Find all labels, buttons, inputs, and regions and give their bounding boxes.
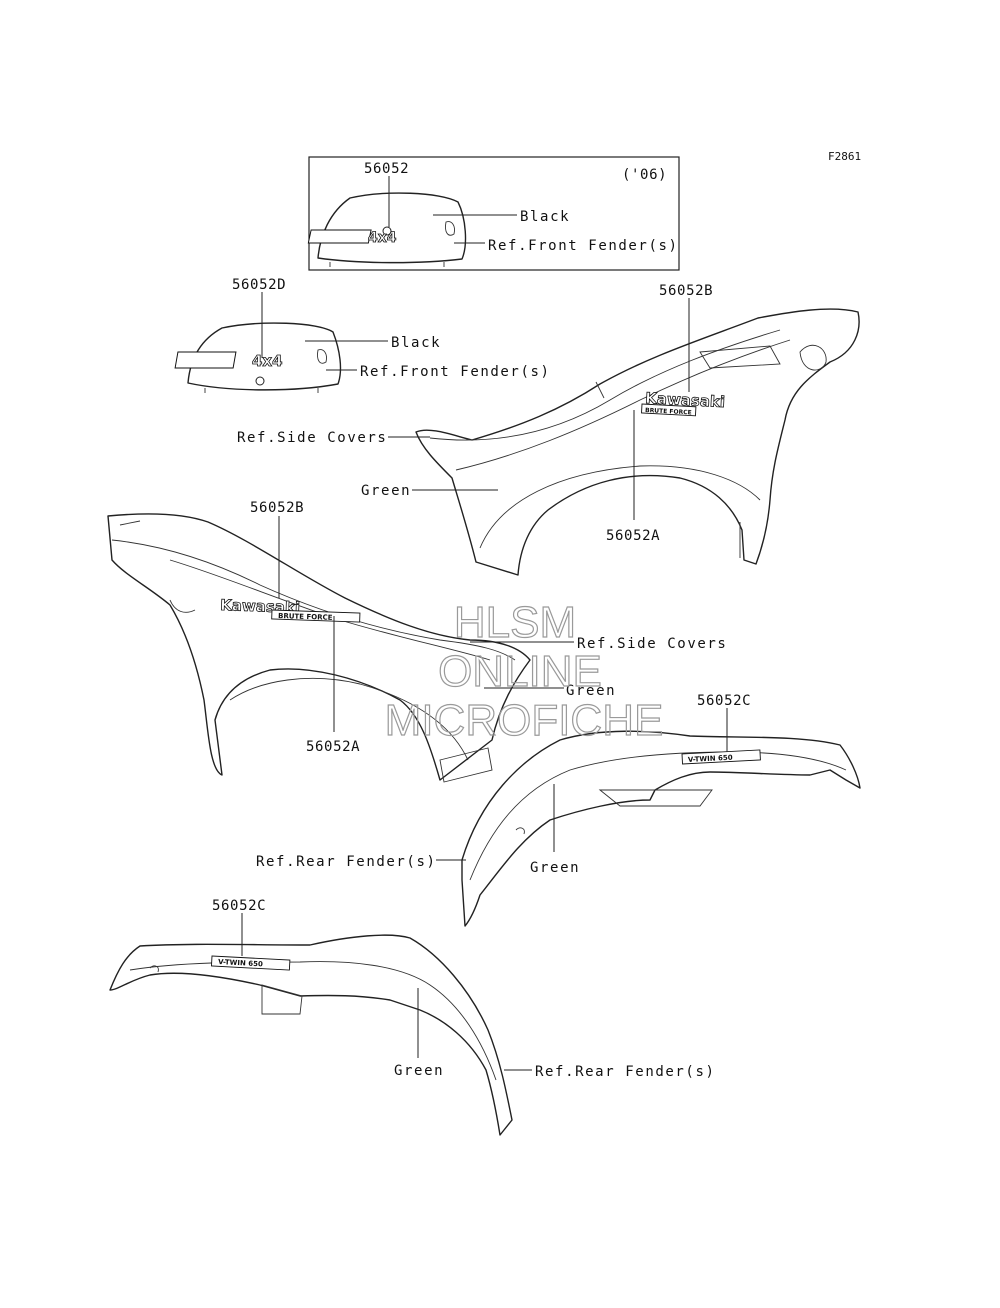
figure-code: F2861 [828,150,861,163]
right-rear-fender-group: V-TWIN 650 56052C Green Ref.Rear Fender(… [256,693,861,927]
right-side-cover-panel [415,308,860,576]
left-cover-bracket [439,747,493,783]
left-rear-emblem-plate [211,955,291,971]
right-cover-round-port [799,344,827,371]
left-rear-contour [129,961,497,1081]
front-decal-part-number: 56052D [232,277,286,293]
left-rear-fender-group: V-TWIN 650 56052C Green Ref.Rear Fender(… [109,898,716,1136]
right-side-cover-group: Kawasaki BRUTE FORCE 56052B 56052A Ref.S… [237,283,860,576]
right-cover-detail [595,381,741,558]
inset-4x4-plate [307,229,372,244]
right-rear-fender-panel [461,730,861,927]
watermark: HLSM ONLINE MICROFICHE [384,597,664,745]
right-cover-ridge [429,329,781,441]
front-panel-tabs [204,388,319,393]
right-cover-ref-label: Ref.Side Covers [237,430,387,446]
front-fender-decal-group: 56052D 4x4 Black Ref.Front Fender(s) [174,277,551,393]
right-cover-color-label: Green [361,483,411,499]
right-cover-arch [479,465,761,549]
left-rear-part-number: 56052C [212,898,266,914]
front-color-label: Black [391,335,441,351]
left-cover-model-decal: BRUTE FORCE [278,612,333,622]
right-cover-logo-part-number: 56052B [659,283,713,299]
inset-box: ('06) 56052 4x4 Black Ref.Front Fender(s… [307,156,680,271]
front-4x4-decal: 4x4 [252,352,283,370]
inset-year: ('06) [622,167,667,183]
left-rear-color-label: Green [394,1063,444,1079]
watermark-line-2: ONLINE [438,647,602,696]
front-fender-panel [187,322,342,391]
left-rear-underside [261,984,303,1015]
right-rear-ref-label: Ref.Rear Fender(s) [256,854,437,870]
left-cover-arch [229,677,469,761]
right-cover-model-part-number: 56052A [606,528,660,544]
front-vent [317,349,327,364]
right-rear-contour [469,751,847,881]
right-rear-underside [598,789,713,807]
front-bolt-hole [255,376,265,386]
watermark-line-3: MICROFICHE [385,696,664,745]
left-cover-model-part-number: 56052A [306,739,360,755]
left-cover-detail [119,520,196,613]
left-rear-emblem: V-TWIN 650 [218,958,263,968]
right-cover-contour [455,339,791,471]
left-cover-color-label: Green [566,683,616,699]
right-rear-color-label: Green [530,860,580,876]
right-cover-model-plate [641,403,697,417]
left-rear-fender-panel [109,934,513,1136]
inset-front-fender-panel [317,192,467,264]
left-side-cover-group: Kawasaki BRUTE FORCE 56052B 56052A Ref.S… [107,500,727,783]
inset-vent [445,221,455,236]
inset-4x4-decal: 4x4 [368,230,397,246]
front-4x4-plate [174,351,237,369]
inset-part-number: 56052 [364,161,409,177]
left-cover-logo-part-number: 56052B [250,500,304,516]
left-cover-ridge [111,539,516,661]
left-cover-model-plate [271,609,361,623]
left-rear-ref-label: Ref.Rear Fender(s) [535,1064,716,1080]
inset-ref-label: Ref.Front Fender(s) [488,238,679,254]
right-rear-emblem-plate [681,749,761,765]
inset-panel-tabs [329,262,445,267]
right-cover-model-decal: BRUTE FORCE [645,407,692,416]
left-side-cover-panel [107,513,531,781]
right-cover-vent [699,345,781,369]
inset-bolt-hole [382,226,392,236]
watermark-line-1: HLSM [454,598,576,647]
right-rear-part-number: 56052C [697,693,751,709]
front-ref-label: Ref.Front Fender(s) [360,364,551,380]
right-rear-hole [515,827,525,835]
inset-frame [308,156,680,271]
right-rear-emblem: V-TWIN 650 [688,754,733,764]
left-rear-hole [149,965,159,973]
left-cover-ref-label: Ref.Side Covers [577,636,727,652]
inset-color-label: Black [520,209,570,225]
